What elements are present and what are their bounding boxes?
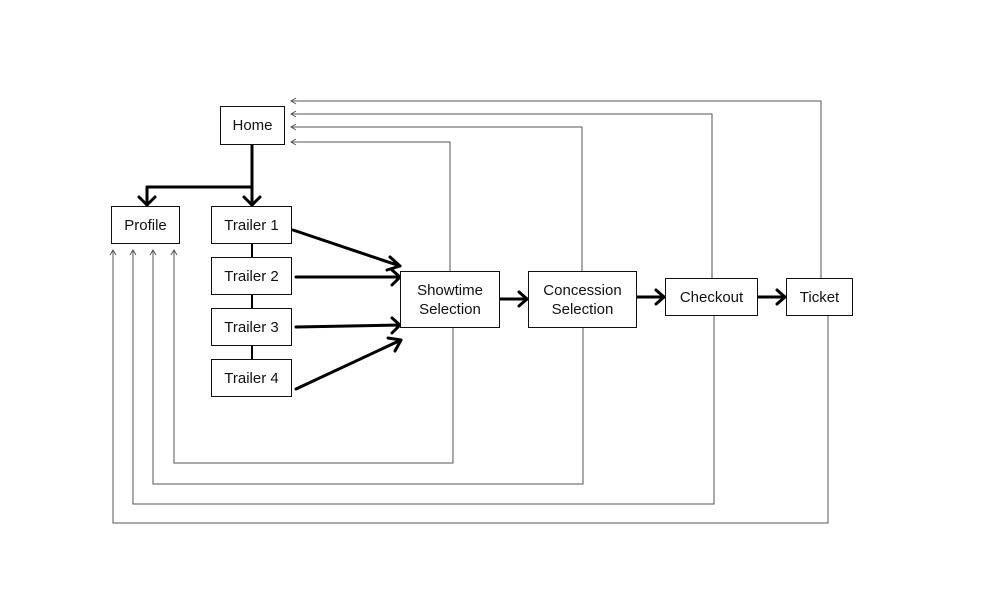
edge-concession-to-checkout: [635, 288, 666, 306]
node-showtime-selection-label: Showtime Selection: [417, 281, 483, 318]
node-trailer-1: Trailer 1: [211, 206, 292, 244]
edge-trailer2-to-showtime: [294, 268, 402, 287]
node-trailer-4: Trailer 4: [211, 359, 292, 397]
return-ticket-to-profile: [112, 250, 829, 524]
return-concession-to-profile: [152, 250, 584, 485]
node-trailer-3-label: Trailer 3: [224, 318, 279, 336]
return-ticket-to-home: [291, 100, 822, 278]
return-edges-to-profile: [109, 249, 829, 524]
node-checkout: Checkout: [665, 278, 758, 316]
node-home-label: Home: [232, 117, 273, 134]
node-checkout-label: Checkout: [679, 288, 744, 306]
edge-checkout-to-ticket: [756, 288, 787, 306]
return-showtime-to-home: [291, 141, 451, 271]
node-trailer-2: Trailer 2: [211, 257, 292, 295]
node-home: Home: [220, 106, 285, 145]
edge-trailer4-to-showtime: [294, 336, 403, 391]
node-trailer-2-label: Trailer 2: [224, 267, 279, 285]
return-edges-to-home: [290, 97, 822, 278]
edge-trailer3-to-showtime: [294, 316, 402, 335]
return-checkout-to-profile: [132, 250, 715, 505]
return-concession-to-home: [291, 126, 583, 271]
node-concession-selection-label: Concession Selection: [543, 281, 622, 318]
node-ticket-label: Ticket: [799, 288, 840, 306]
edge-home-to-profile-and-trailer1: [137, 143, 262, 207]
edge-trailer1-to-showtime: [291, 228, 402, 272]
node-profile: Profile: [111, 206, 180, 244]
node-trailer-4-label: Trailer 4: [224, 369, 279, 387]
return-showtime-to-profile: [173, 250, 454, 464]
node-showtime-selection: Showtime Selection: [400, 271, 500, 328]
edge-showtime-to-concession: [498, 290, 529, 308]
node-profile-label: Profile: [124, 216, 167, 234]
node-trailer-1-label: Trailer 1: [224, 216, 279, 234]
node-trailer-3: Trailer 3: [211, 308, 292, 346]
node-ticket: Ticket: [786, 278, 853, 316]
return-checkout-to-home: [291, 113, 713, 278]
node-concession-selection: Concession Selection: [528, 271, 637, 328]
